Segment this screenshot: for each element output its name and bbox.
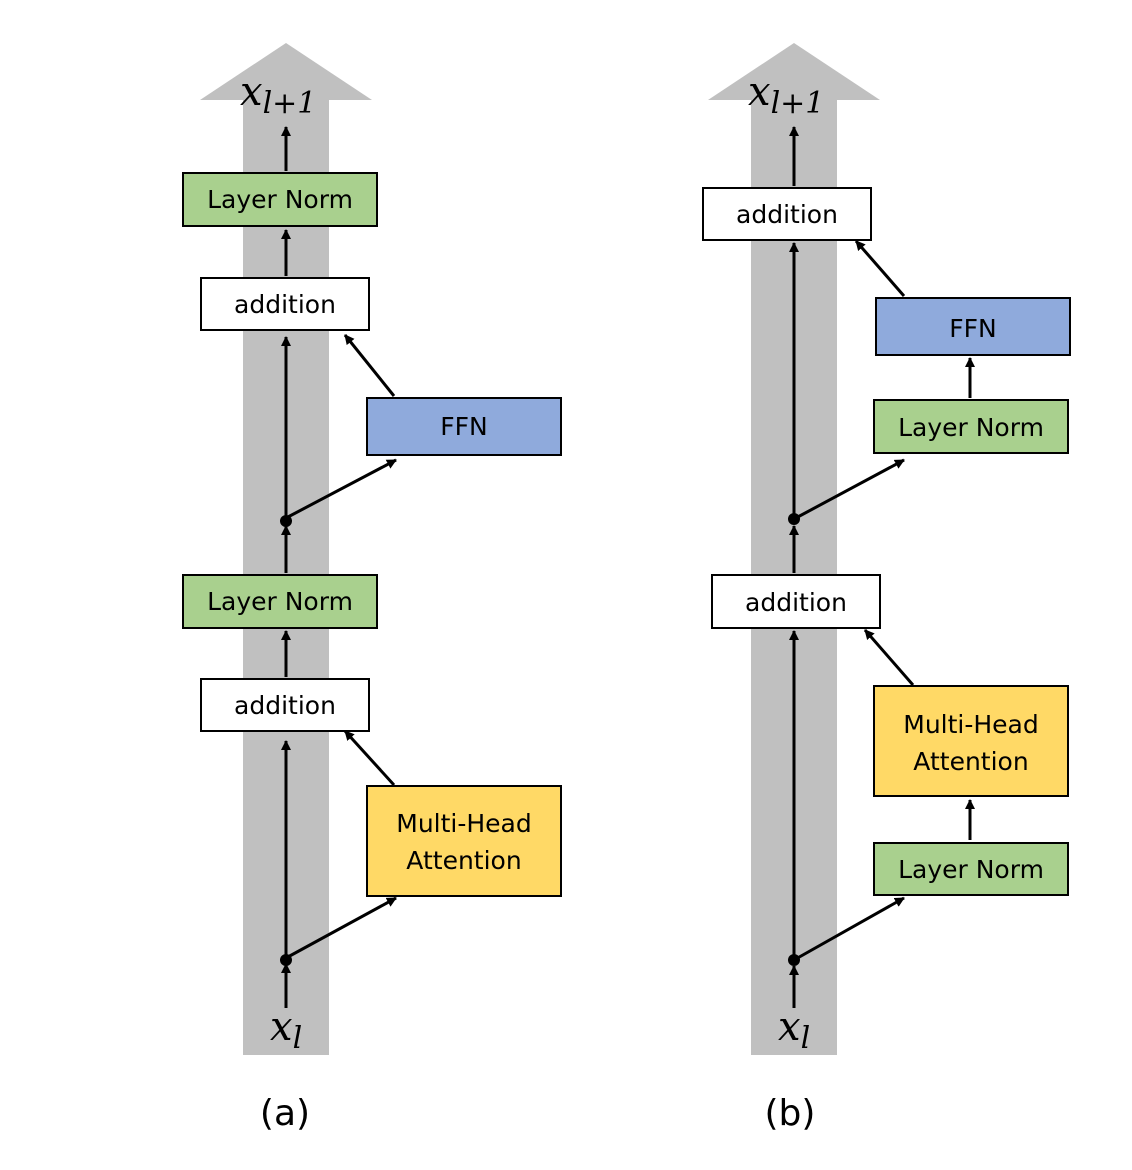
addition-bottom-label-b: addition: [745, 588, 847, 617]
output-var-b: x: [748, 69, 771, 115]
layer-norm-top-label-a: Layer Norm: [207, 185, 353, 214]
arrow-ffn-to-addition-a: [343, 334, 396, 397]
output-label-b: xl+1: [748, 69, 824, 121]
addition-bottom-label-a: addition: [234, 691, 336, 720]
multi-head-attention-box-b: Multi-Head Attention: [873, 685, 1069, 797]
addition-bottom-b: addition: [711, 574, 881, 629]
caption-a: (a): [260, 1093, 310, 1134]
arrow-branch-to-layernorm-ffn-b: [793, 458, 905, 521]
mha-label-line1-a: Multi-Head: [396, 809, 532, 838]
input-var-a: x: [270, 1004, 293, 1050]
addition-top-a: addition: [200, 277, 370, 331]
output-sub-b: l+1: [771, 86, 825, 121]
layer-norm-mid-a: Layer Norm: [182, 574, 378, 629]
layer-norm-ffn-b: Layer Norm: [873, 399, 1069, 454]
branch-dot-top-a: [280, 515, 292, 527]
arrow-branch-to-attention-a: [285, 896, 397, 960]
ffn-box-a: FFN: [366, 397, 562, 456]
input-label-b: xl: [778, 1004, 810, 1056]
mha-label-line2-b: Attention: [913, 747, 1028, 776]
addition-top-b: addition: [702, 187, 872, 241]
output-var-a: x: [240, 69, 263, 115]
mha-label-line2-a: Attention: [406, 846, 521, 875]
residual-stream-arrowhead-a: [200, 43, 372, 100]
ffn-box-b: FFN: [875, 297, 1071, 356]
branch-dot-top-b: [788, 513, 800, 525]
input-sub-a: l: [293, 1021, 303, 1056]
addition-top-label-b: addition: [736, 200, 838, 229]
input-label-a: xl: [270, 1004, 302, 1056]
output-sub-a: l+1: [263, 86, 317, 121]
addition-top-label-a: addition: [234, 290, 336, 319]
residual-stream-arrowhead-b: [708, 43, 880, 100]
layer-norm-top-a: Layer Norm: [182, 172, 378, 227]
layer-norm-ffn-label-b: Layer Norm: [898, 413, 1044, 442]
arrow-attention-to-addition-b: [863, 629, 915, 686]
input-var-b: x: [778, 1004, 801, 1050]
ffn-label-a: FFN: [440, 412, 487, 441]
panel-b: xl+1 xl addition FFN: [702, 43, 1071, 1134]
arrows-b: [789, 126, 975, 1008]
mha-label-line1-b: Multi-Head: [903, 710, 1039, 739]
caption-b: (b): [765, 1093, 816, 1134]
arrow-ffn-to-addition-b: [854, 240, 906, 297]
layer-norm-mha-label-b: Layer Norm: [898, 855, 1044, 884]
input-sub-b: l: [801, 1021, 811, 1056]
arrow-branch-to-layernorm-mha-b: [793, 896, 905, 962]
multi-head-attention-box-a: Multi-Head Attention: [366, 785, 562, 897]
output-label-a: xl+1: [240, 69, 316, 121]
branch-dot-bottom-b: [788, 954, 800, 966]
addition-bottom-a: addition: [200, 678, 370, 732]
arrow-attention-to-addition-a: [343, 729, 396, 787]
arrow-branch-to-ffn-a: [285, 458, 397, 520]
branch-dot-bottom-a: [280, 954, 292, 966]
ffn-label-b: FFN: [949, 314, 996, 343]
layer-norm-mid-label-a: Layer Norm: [207, 587, 353, 616]
arrows-a: [281, 126, 397, 1008]
panel-a: xl+1 xl Layer Norm addi: [182, 43, 562, 1134]
layer-norm-mha-b: Layer Norm: [873, 842, 1069, 896]
